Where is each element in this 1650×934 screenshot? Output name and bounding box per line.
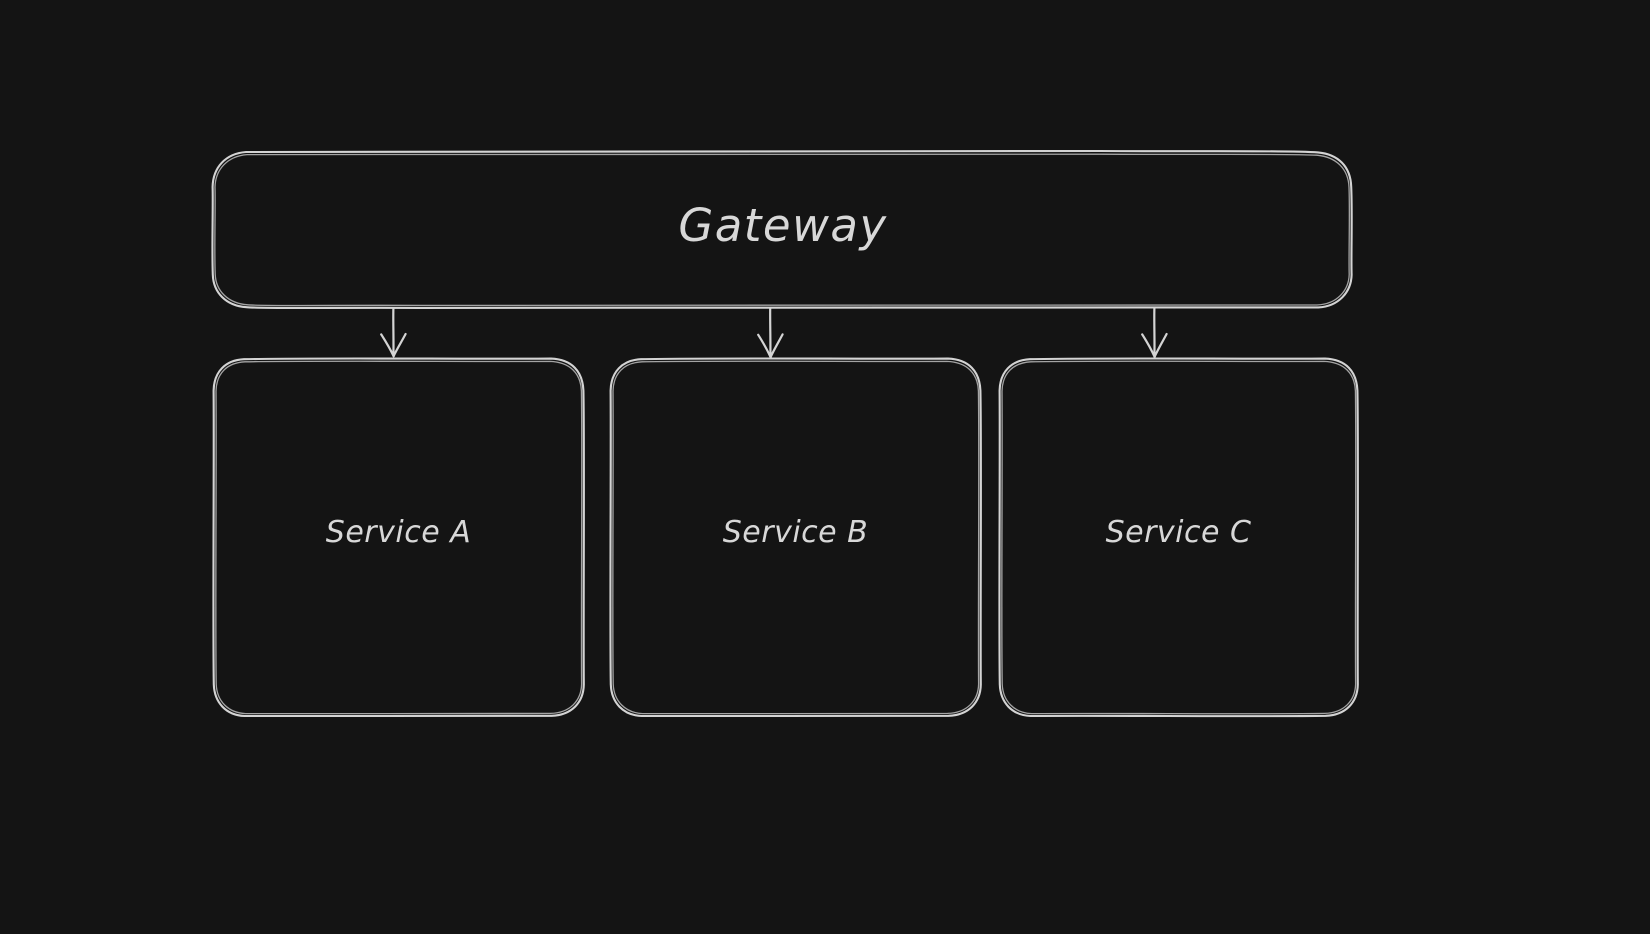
node-gateway-shape[interactable] <box>211 149 1353 310</box>
node-service-a-shape[interactable] <box>212 357 585 718</box>
node-service-b-shape[interactable] <box>609 357 982 718</box>
node-service-c-shape[interactable] <box>998 357 1359 718</box>
edge-gateway-service-b[interactable] <box>757 307 784 359</box>
edge-gateway-service-c[interactable] <box>1141 307 1168 358</box>
edge-gateway-service-a[interactable] <box>380 307 407 358</box>
